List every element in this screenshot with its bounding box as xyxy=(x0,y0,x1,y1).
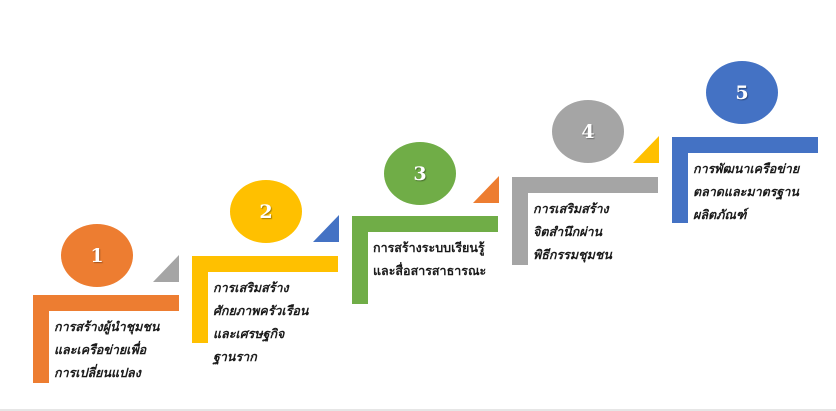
step-number-circle: 4 xyxy=(552,100,624,163)
step-label-line: ศักยภาพครัวเรือน xyxy=(213,303,309,318)
step-label-line: ตลาดและมาตรฐาน xyxy=(693,184,799,199)
step-label-line: การเสริมสร้าง xyxy=(533,201,609,216)
step-number: 4 xyxy=(581,120,595,143)
step-bar-horizontal xyxy=(33,295,179,311)
bottom-divider xyxy=(0,409,836,411)
step-bar-vertical xyxy=(33,295,49,383)
step-number: 2 xyxy=(259,200,273,223)
step-number-circle: 2 xyxy=(230,180,302,243)
connector-triangle xyxy=(153,255,179,282)
step-bar-horizontal xyxy=(672,137,818,153)
step-label-line: การเปลี่ยนแปลง xyxy=(54,365,141,380)
step-number-circle: 5 xyxy=(706,61,778,124)
step-bar-vertical xyxy=(672,137,688,223)
step-label-line: การสร้างผู้นำชุมชน xyxy=(54,319,160,334)
step-label: การเสริมสร้าง จิตสำนึกผ่าน พิธีกรรมชุมชน xyxy=(533,197,673,266)
step-label-line: ฐานราก xyxy=(213,349,257,364)
step-label-line: และเครือข่ายเพื่อ xyxy=(54,342,147,357)
step-number-circle: 3 xyxy=(384,142,456,205)
step-bar-horizontal xyxy=(512,177,658,193)
connector-triangle xyxy=(313,215,339,242)
step-label-line: จิตสำนึกผ่าน xyxy=(533,224,603,239)
step-number: 5 xyxy=(735,81,749,104)
step-bar-horizontal xyxy=(192,256,338,272)
step-label-line: ผลิตภัณฑ์ xyxy=(693,207,747,222)
connector-triangle xyxy=(633,136,659,163)
step-number: 3 xyxy=(413,162,427,185)
step-label: การเสริมสร้าง ศักยภาพครัวเรือน และเศรษฐก… xyxy=(213,276,353,368)
step-label-line: และสื่อสารสาธารณะ xyxy=(373,263,487,278)
step-bar-vertical xyxy=(512,177,528,265)
step-label-line: การเสริมสร้าง xyxy=(213,280,289,295)
step-label: การสร้างระบบเรียนรู้ และสื่อสารสาธารณะ xyxy=(373,236,513,282)
connector-triangle xyxy=(473,176,499,203)
step-number: 1 xyxy=(90,244,104,267)
step-label-line: การสร้างระบบเรียนรู้ xyxy=(373,240,485,255)
step-number-circle: 1 xyxy=(61,224,133,287)
step-label-line: และเศรษฐกิจ xyxy=(213,326,285,341)
step-label: การพัฒนาเครือข่าย ตลาดและมาตรฐาน ผลิตภัณ… xyxy=(693,157,833,226)
step-bar-horizontal xyxy=(352,216,498,232)
step-bar-vertical xyxy=(192,256,208,343)
step-bar-vertical xyxy=(352,216,368,304)
step-label-line: การพัฒนาเครือข่าย xyxy=(693,161,800,176)
step-label: การสร้างผู้นำชุมชน และเครือข่ายเพื่อ การ… xyxy=(54,315,194,384)
step-label-line: พิธีกรรมชุมชน xyxy=(533,247,612,262)
